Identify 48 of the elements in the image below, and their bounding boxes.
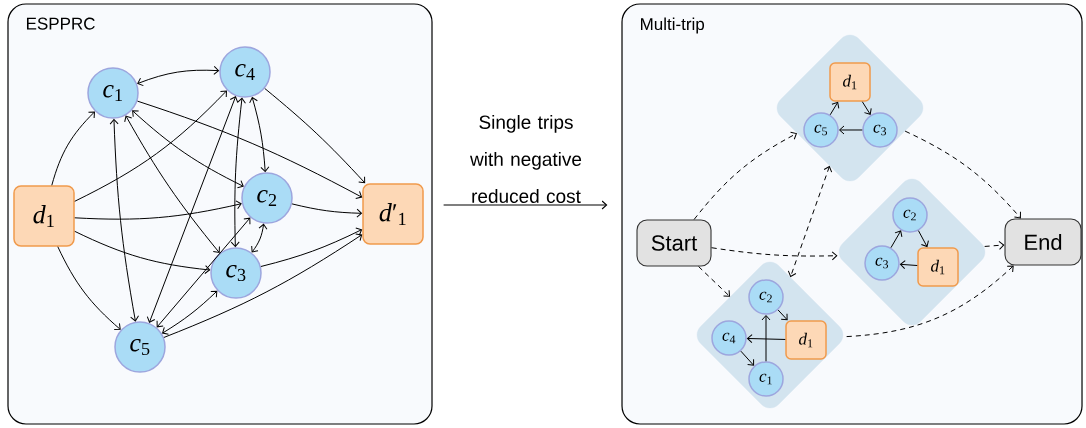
arrow [74, 200, 242, 220]
arrow [136, 100, 363, 199]
arrow [846, 265, 1014, 338]
arrow [249, 97, 270, 173]
arrow [711, 247, 838, 261]
arrow [124, 115, 220, 253]
depot-box: d′$_{1}$ [362, 183, 424, 245]
arrow [861, 101, 872, 115]
arrow [51, 111, 95, 186]
arrow [777, 309, 788, 321]
arrow [890, 230, 903, 249]
terminal-box: End [1004, 218, 1082, 266]
arrow [761, 315, 771, 362]
arrow [251, 223, 268, 253]
arrow [984, 240, 1005, 250]
arrow [740, 350, 755, 366]
arrow [260, 227, 363, 267]
depot-box: d$_{1}$ [917, 247, 959, 287]
terminal-box: Start [636, 219, 712, 267]
arrow [146, 96, 239, 323]
arrow [230, 97, 246, 247]
depot-box: d$_{1}$ [785, 320, 827, 360]
arrow [132, 110, 244, 189]
panel-title: Multi-trip [641, 17, 705, 34]
arrow [917, 230, 929, 248]
depot-box: d$_{1}$ [13, 185, 75, 247]
arrow [698, 266, 731, 297]
arrow [137, 65, 220, 87]
depot-box: d$_{1}$ [829, 62, 871, 102]
arrow [747, 334, 786, 344]
arrow [693, 131, 797, 220]
arrow [904, 130, 1021, 219]
arrow [162, 290, 218, 335]
edge-label: Single trips with negative reduced cost [450, 114, 602, 204]
arrow [109, 119, 139, 322]
arrow [156, 217, 251, 328]
arrow [74, 230, 211, 274]
arrow [787, 166, 833, 277]
arrow [264, 88, 366, 184]
panel-title: ESPPRC [27, 17, 95, 30]
arrow [163, 233, 363, 338]
arrow [57, 246, 121, 330]
arrow [443, 200, 608, 210]
arrow [899, 260, 918, 270]
arrow [829, 101, 840, 116]
arrow [291, 203, 362, 218]
arrow [839, 125, 863, 135]
arrow [74, 90, 227, 202]
